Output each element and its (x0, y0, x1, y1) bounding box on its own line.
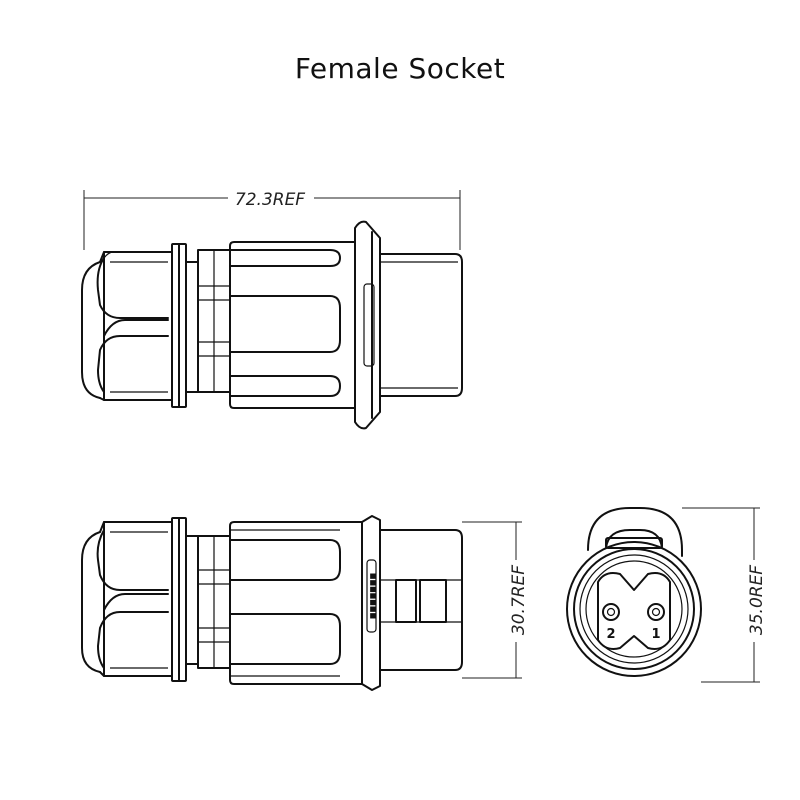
front-height-dimension: 35.0REF (682, 507, 767, 683)
flange-top (354, 220, 463, 430)
brand-mark: ■■■■■■■ (369, 573, 377, 619)
length-dimension: 72.3REF (83, 190, 461, 250)
pin-2-label: 2 (606, 627, 615, 642)
front-view: 2 1 35.0REF (566, 507, 767, 683)
body-top (197, 241, 356, 409)
front-height-label: 35.0REF (747, 565, 767, 635)
gland-nut-side (81, 517, 199, 682)
side-height-dimension: 30.7REF (462, 521, 529, 679)
gland-nut-top (81, 243, 199, 408)
flange-side: ■■■■■■■ (361, 515, 463, 691)
top-view: 72.3REF (81, 190, 463, 430)
length-label: 72.3REF (235, 190, 305, 210)
body-side (197, 521, 363, 685)
pin-1-label: 1 (651, 627, 660, 642)
drawing-title: Female Socket (294, 52, 506, 85)
side-height-label: 30.7REF (509, 565, 529, 635)
side-view: ■■■■■■■ 30.7REF (81, 515, 529, 691)
